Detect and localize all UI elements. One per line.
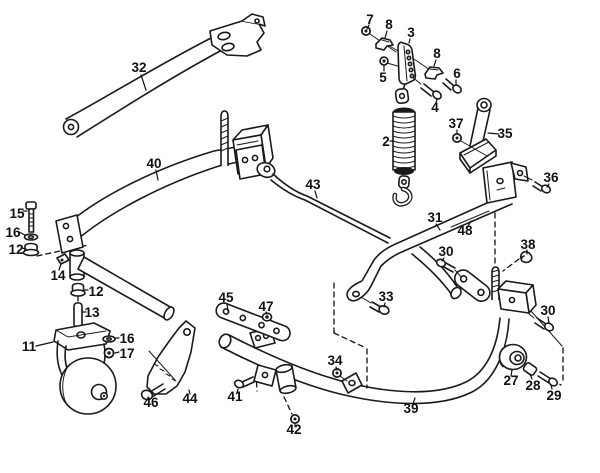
callout-17: 17 — [119, 346, 134, 361]
part-2-spring — [392, 83, 416, 207]
part-41-bolt — [233, 376, 255, 389]
part-31-tube — [346, 193, 513, 302]
callout-48: 48 — [457, 223, 473, 238]
callout-16a: 16 — [5, 225, 21, 240]
callout-16b: 16 — [119, 331, 135, 346]
callout-32: 32 — [131, 60, 146, 75]
callout-30a: 30 — [438, 244, 453, 259]
callout-40: 40 — [146, 156, 161, 171]
callout-12a: 12 — [8, 242, 23, 257]
callout-8b: 8 — [433, 46, 441, 61]
callout-8a: 8 — [385, 17, 393, 32]
callout-31: 31 — [427, 210, 443, 225]
callout-28: 28 — [525, 378, 541, 393]
part-38-pin-group — [491, 250, 537, 314]
part-33-bolt — [360, 296, 390, 315]
leader-lines — [18, 24, 553, 427]
callout-7: 7 — [366, 12, 374, 27]
callout-39: 39 — [403, 401, 418, 416]
callout-41: 41 — [227, 389, 243, 404]
part-39-tube — [218, 317, 510, 405]
callout-36: 36 — [543, 170, 559, 185]
callout-35: 35 — [497, 126, 513, 141]
callout-14: 14 — [50, 268, 66, 283]
part-37-nut — [451, 133, 462, 144]
part-45-strap — [215, 302, 291, 342]
callout-4: 4 — [431, 100, 439, 115]
caster-assembly — [22, 201, 175, 415]
part-3-bracket-group — [360, 25, 462, 100]
part-30-bolt-lower — [528, 313, 555, 332]
callout-42: 42 — [286, 422, 301, 437]
part-27-roller-group — [498, 343, 558, 387]
callout-30b: 30 — [540, 303, 555, 318]
callout-47: 47 — [258, 299, 273, 314]
callout-5: 5 — [379, 70, 387, 85]
callout-27: 27 — [503, 373, 518, 388]
callout-43: 43 — [305, 177, 321, 192]
part-35-lever-assembly — [459, 97, 529, 204]
callout-45: 45 — [218, 290, 234, 305]
part-32-arm — [62, 13, 266, 138]
callout-46: 46 — [143, 395, 159, 410]
callout-15: 15 — [9, 206, 25, 221]
callout-2: 2 — [382, 134, 390, 149]
callout-29: 29 — [546, 388, 561, 403]
callout-34: 34 — [327, 353, 343, 368]
part-43-rod — [256, 161, 391, 244]
callout-33: 33 — [378, 289, 394, 304]
callout-labels: 32 40 15 16 12 14 12 13 11 16 17 45 47 4… — [5, 12, 561, 437]
callout-37: 37 — [448, 116, 463, 131]
callout-12b: 12 — [88, 284, 103, 299]
callout-38: 38 — [520, 237, 536, 252]
callout-6: 6 — [453, 66, 461, 81]
callout-11: 11 — [22, 339, 37, 354]
callout-3: 3 — [407, 25, 415, 40]
callout-44: 44 — [182, 391, 198, 406]
part-40-frame — [55, 110, 274, 254]
callout-13: 13 — [84, 305, 100, 320]
part-44-bracket — [140, 320, 196, 401]
